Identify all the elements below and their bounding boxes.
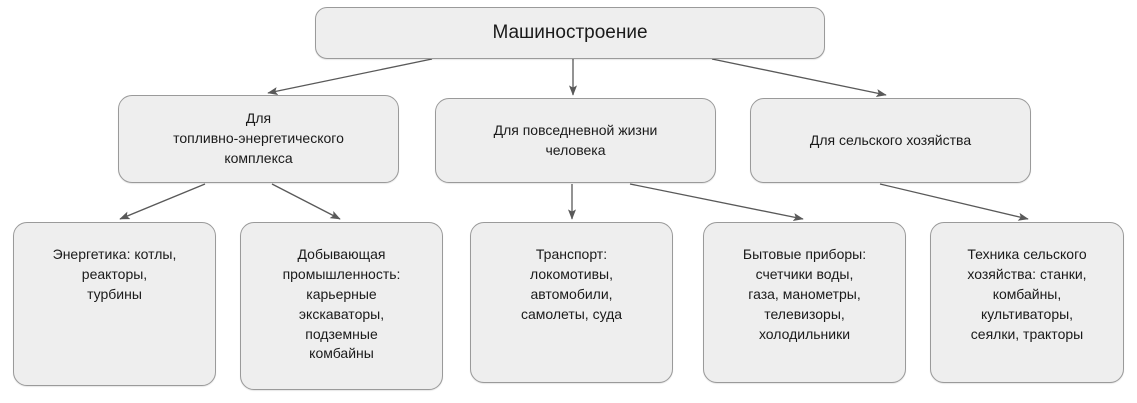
node-leaf-3-label: Транспорт: локомотивы, автомобили, самол… <box>520 246 623 322</box>
node-branch-agriculture[interactable]: Для сельского хозяйства <box>750 98 1031 183</box>
node-leaf-1-label: Энергетика: котлы, реакторы, турбины <box>52 246 177 302</box>
edge-root-to-branch-3 <box>711 58 887 97</box>
node-leaf-4-label: Бытовые приборы: счетчики воды, газа, ма… <box>742 246 867 342</box>
node-branch-1-label: Для топливно-энергетического комплекса <box>173 110 344 166</box>
node-branch-2-label: Для повседневной жизни человека <box>493 121 658 158</box>
node-leaf-2-label: Добывающая промышленность: карьерные экс… <box>282 246 401 362</box>
edge-branch-3-to-leaf-5 <box>879 183 1029 221</box>
node-leaf-energetika[interactable]: Энергетика: котлы, реакторы, турбины <box>13 222 216 386</box>
edge-root-to-branch-1 <box>267 58 433 95</box>
node-leaf-mining-industry[interactable]: Добывающая промышленность: карьерные экс… <box>240 222 443 390</box>
node-root-mashinostroenie[interactable]: Машиностроение <box>315 7 825 59</box>
node-branch-everyday-human-life[interactable]: Для повседневной жизни человека <box>435 98 716 183</box>
node-branch-3-label: Для сельского хозяйства <box>809 131 972 148</box>
node-leaf-household-appliances[interactable]: Бытовые приборы: счетчики воды, газа, ма… <box>703 222 906 383</box>
node-branch-fuel-energy-complex[interactable]: Для топливно-энергетического комплекса <box>118 95 399 183</box>
node-leaf-5-label: Техника сельского хозяйства: станки, ком… <box>967 246 1087 342</box>
node-leaf-transport[interactable]: Транспорт: локомотивы, автомобили, самол… <box>470 222 673 383</box>
node-leaf-agricultural-machinery[interactable]: Техника сельского хозяйства: станки, ком… <box>930 222 1124 383</box>
edge-branch-1-to-leaf-2 <box>271 183 341 220</box>
edge-branch-1-to-leaf-1 <box>119 183 206 220</box>
edge-branch-2-to-leaf-4 <box>629 183 804 222</box>
node-root-label: Машиностроение <box>492 21 648 43</box>
